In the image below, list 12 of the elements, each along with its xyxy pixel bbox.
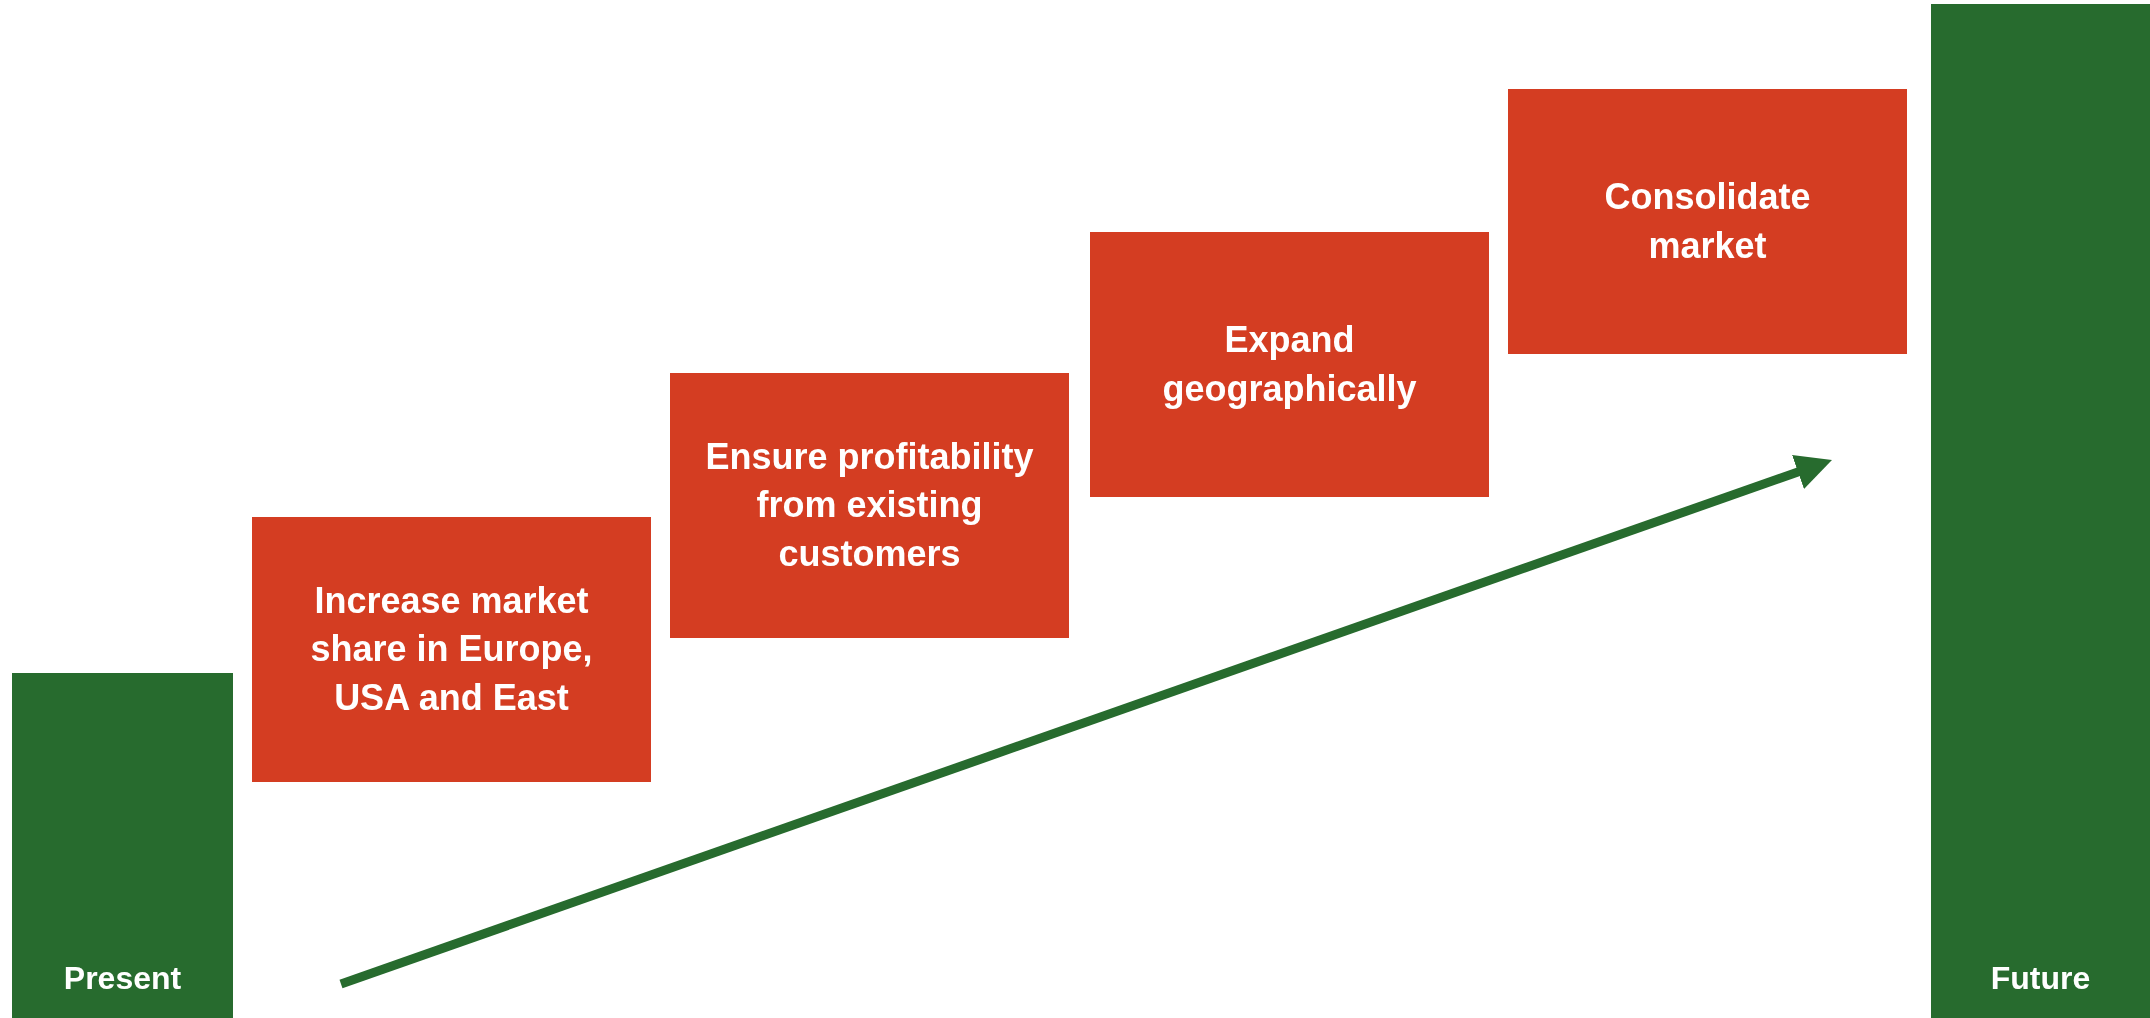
- step-label: Expand geographically: [1161, 317, 1418, 411]
- step-label: Consolidate market: [1603, 174, 1812, 268]
- step-box: [252, 517, 651, 782]
- timeline-bar: [12, 673, 233, 1018]
- bar-label: Present: [63, 959, 182, 998]
- step-box: [670, 373, 1069, 638]
- timeline-bar: [1931, 4, 2150, 1018]
- step-box: [1090, 232, 1489, 497]
- step-box: [1508, 89, 1907, 354]
- step-label: Increase market share in Europe, USA and East: [309, 578, 594, 720]
- step-label: Ensure profitability from existing customers: [704, 434, 1035, 576]
- bar-label: Future: [1990, 959, 2091, 998]
